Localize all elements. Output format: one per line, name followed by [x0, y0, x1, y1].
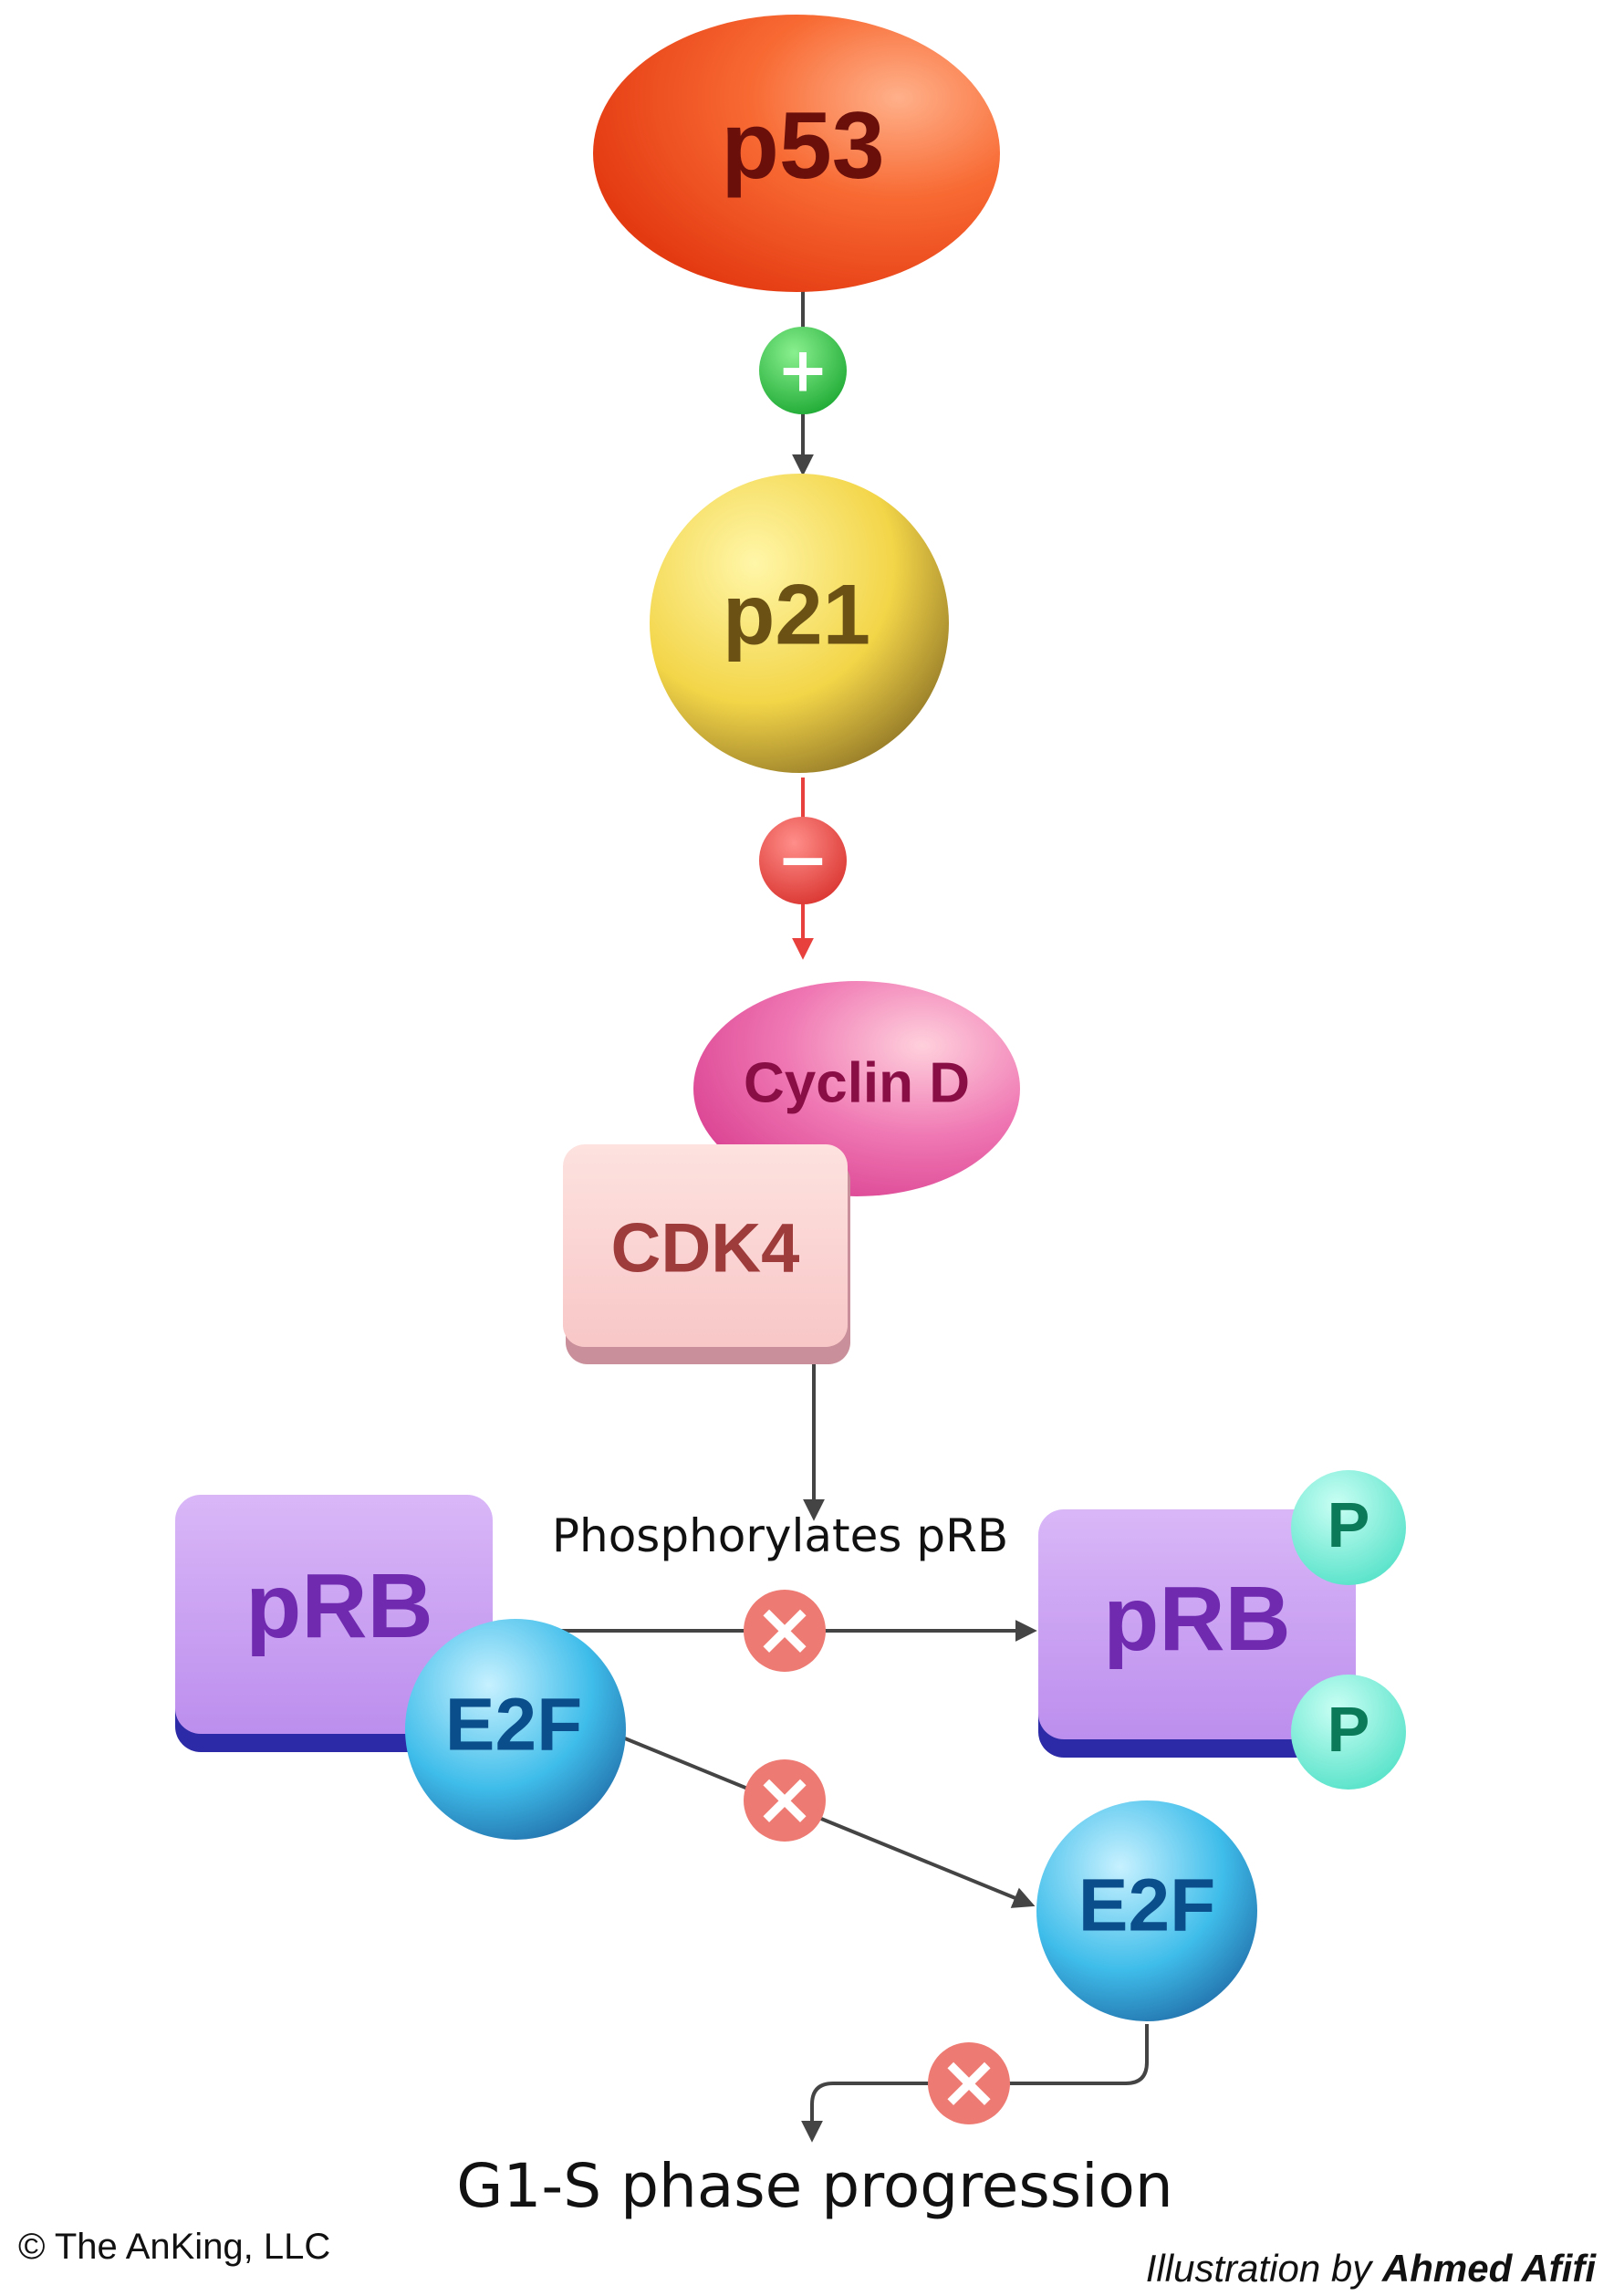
phosphate-bottom-icon: P — [1291, 1675, 1406, 1790]
phosphate-bottom-label: P — [1328, 1694, 1370, 1765]
p53-label: p53 — [721, 93, 884, 199]
e2f-free-label: E2F — [1078, 1864, 1215, 1947]
prb-e2f-complex: pRB E2F — [175, 1495, 626, 1840]
prb-phospho-label: pRB — [1103, 1568, 1291, 1670]
blocked-symbol-3: × — [938, 2040, 999, 2124]
activation-symbol: + — [777, 335, 829, 407]
credit-prefix: Illustration by — [1145, 2247, 1372, 2290]
phosphate-top-label: P — [1328, 1489, 1370, 1560]
copyright-text: © The AnKing, LLC — [18, 2227, 331, 2267]
p21-label: p21 — [723, 567, 870, 663]
blocked-symbol-1: × — [754, 1587, 815, 1672]
credit-name: Ahmed Afifi — [1381, 2247, 1596, 2290]
e2f-bound-label: E2F — [445, 1684, 582, 1767]
prb-phosphorylated-node: pRB P P — [1038, 1470, 1406, 1790]
blocked-e2f-release-icon: × — [744, 1757, 826, 1842]
activation-plus-icon: + — [759, 327, 847, 414]
cdk4-label: CDK4 — [611, 1210, 800, 1288]
cyclin-d-node: Cyclin D — [693, 981, 1020, 1196]
inhibition-minus-icon: − — [759, 817, 847, 904]
e2f-release-arrow — [624, 1737, 1036, 1908]
phosphate-top-icon: P — [1291, 1470, 1406, 1585]
p21-node: p21 — [650, 474, 949, 773]
cyclin-d-label: Cyclin D — [744, 1052, 970, 1115]
prb-bound-label: pRB — [245, 1555, 433, 1657]
phosphorylation-label: Phosphorylates pRB — [552, 1509, 1008, 1562]
e2f-free-node: E2F — [1036, 1800, 1257, 2021]
illustration-credit: Illustration by Ahmed Afifi — [1146, 2247, 1596, 2291]
inhibition-symbol: − — [777, 825, 829, 897]
cdk4-node: CDK4 — [563, 1144, 850, 1364]
blocked-phosphorylation-icon: × — [744, 1587, 826, 1672]
g1s-progression-label: G1-S phase progression — [456, 2151, 1172, 2221]
blocked-g1s-icon: × — [928, 2040, 1010, 2124]
p53-node: p53 — [593, 15, 1000, 292]
blocked-symbol-2: × — [754, 1757, 815, 1842]
